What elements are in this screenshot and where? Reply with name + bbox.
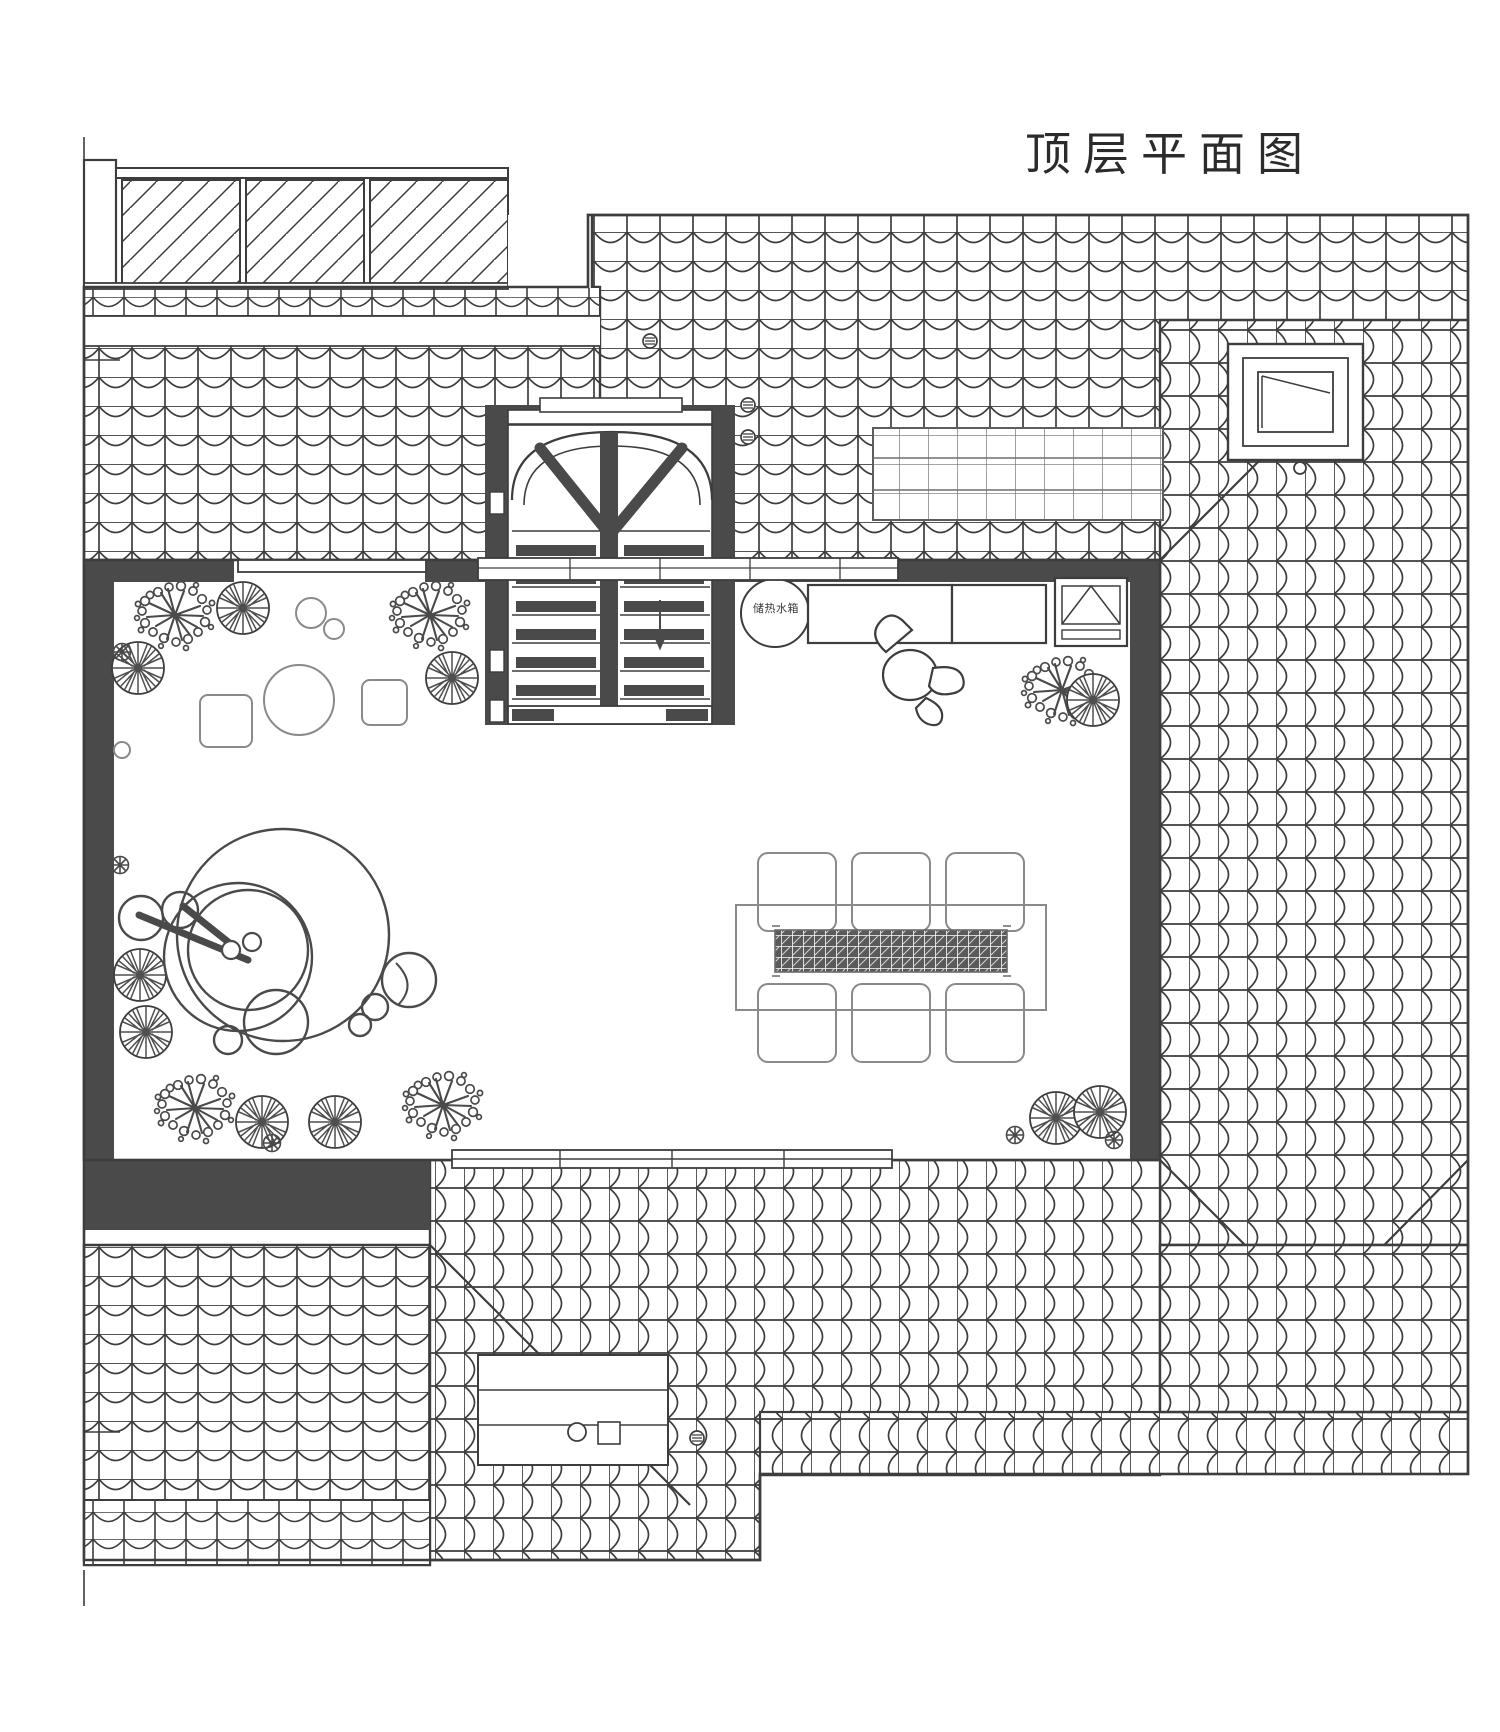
- stairwell-wall-slot: [489, 491, 505, 723]
- dining-chair: [757, 983, 1025, 1063]
- tree-icon: [308, 1095, 362, 1149]
- roof-vent-icon: [740, 397, 756, 413]
- top-eave-tile-strip: [83, 286, 601, 317]
- feature-small-circle: [212, 1024, 244, 1056]
- bottom-left-tile-strip: [83, 1499, 431, 1566]
- glass-panel: [121, 179, 509, 286]
- feature-small-circle: [360, 992, 390, 1022]
- drawing-extension-lines: [83, 137, 120, 1606]
- feature-outer-circle: [175, 827, 391, 1043]
- table-centerpiece: [774, 929, 1008, 973]
- terrace-stool: [323, 618, 345, 640]
- terrace-seat: [361, 679, 408, 726]
- hatch-handle-icon: [567, 1422, 587, 1442]
- feature-inner-circle: [186, 888, 310, 1012]
- water-tank-label: 储热水箱: [753, 602, 799, 615]
- shrub-icon: [1104, 1130, 1124, 1150]
- roof-gap-band: [84, 316, 600, 346]
- circular-water-feature: [117, 827, 438, 1056]
- drawing-outer-boundary: [82, 213, 1470, 1562]
- roof-vent-icon: [642, 333, 658, 349]
- bottom-right-tile-strip: [758, 1410, 1470, 1476]
- kitchen-counter-run: [806, 583, 1048, 645]
- feature-small-circle: [380, 951, 438, 1009]
- feature-cross-bar-nodes: [220, 931, 263, 961]
- shrub-icon: [112, 642, 132, 662]
- shrub-icon: [1005, 1125, 1025, 1145]
- dining-table: [735, 904, 1047, 1011]
- lower-roof-hatch: [477, 1354, 669, 1466]
- roof-step-notch: [508, 215, 594, 288]
- stairwell-door: [507, 705, 713, 725]
- feature-small-circle: [347, 1012, 373, 1038]
- tree-icon: [1073, 1085, 1127, 1139]
- shrub-icon: [110, 855, 130, 875]
- terrace-seat: [199, 694, 253, 748]
- page-title: 顶层平面图: [1025, 127, 1315, 181]
- terrace-stool: [113, 741, 131, 759]
- tree-icon: [1066, 673, 1120, 727]
- feature-small-circle: [117, 894, 165, 942]
- glass-railing-balcony: [82, 158, 509, 290]
- tree-icon: [425, 651, 479, 705]
- round-table: [263, 664, 335, 736]
- tree-icon: [119, 1005, 173, 1059]
- feature-small-circle: [242, 988, 310, 1056]
- dining-chair: [757, 852, 1025, 932]
- stair-handrail: [534, 442, 688, 536]
- terrace-stool: [295, 597, 327, 629]
- right-bottom-roof-return: [1158, 1243, 1470, 1414]
- terrace-seating-cluster: [113, 597, 408, 759]
- roof-vent-icon: [689, 1430, 705, 1446]
- skylight-vent-icon: [1293, 461, 1307, 475]
- upper-threshold-band: [477, 557, 899, 581]
- shrub-icon: [262, 1133, 282, 1153]
- tree-icon: [216, 581, 270, 635]
- grill-unit: [1053, 576, 1129, 648]
- roof-vent-icon: [740, 429, 756, 445]
- tree-icon: [113, 948, 167, 1002]
- terrace-threshold-lines: [237, 559, 893, 1169]
- solar-panel-array: [872, 427, 1164, 521]
- lounge-chair: [874, 614, 965, 727]
- stair-direction-arrow: [652, 600, 668, 651]
- dining-set: [735, 852, 1047, 1063]
- skylight-unit: [1226, 342, 1365, 475]
